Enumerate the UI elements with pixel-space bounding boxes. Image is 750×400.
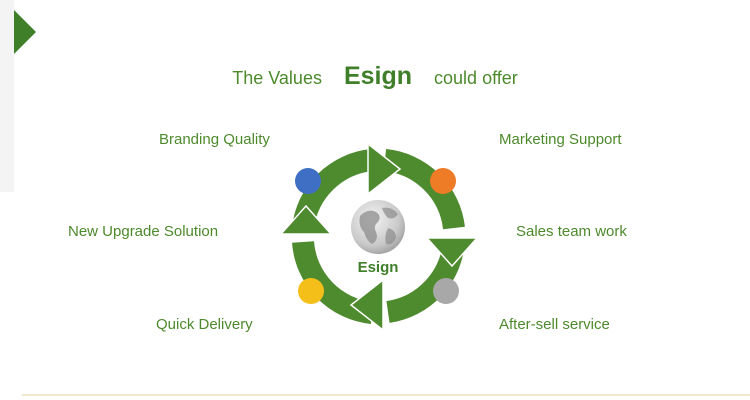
title-prefix: The Values [232,68,322,88]
title-suffix: could offer [434,68,518,88]
blue-dot [295,168,321,194]
orange-dot [430,168,456,194]
globe-icon [351,200,405,254]
value-label-quick-delivery: Quick Delivery [156,316,253,333]
bottom-divider [22,394,750,396]
title-brand: Esign [343,62,413,90]
yellow-dot [298,278,324,304]
center-label: Esign [358,259,399,276]
value-label-sales-team-work: Sales team work [516,223,627,240]
corner-triangle-icon [14,10,36,54]
values-cycle-diagram: Esign [279,142,479,332]
value-label-after-sell-service: After-sell service [499,316,610,333]
slide-title: The Values Esign could offer [0,62,750,91]
value-label-new-upgrade-solution: New Upgrade Solution [68,223,219,240]
value-label-marketing-support: Marketing Support [499,131,622,148]
gray-dot [433,278,459,304]
left-edge-strip [0,0,14,192]
value-label-branding-quality: Branding Quality [159,131,270,148]
